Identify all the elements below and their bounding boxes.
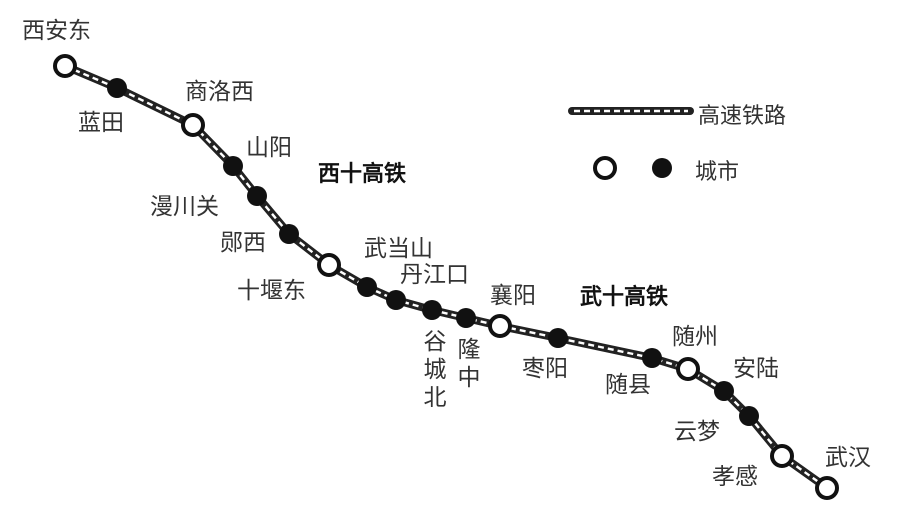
city-label-wudangshan: 武当山 [364, 236, 433, 262]
city-label-zaoyang: 枣阳 [522, 356, 568, 382]
legend-city-label: 城市 [695, 160, 740, 185]
line-title-xishi: 西十高铁 [318, 162, 407, 187]
city-marker-yunmeng [739, 406, 759, 426]
city-label-wuhan: 武汉 [825, 445, 871, 471]
city-marker-wuhan [815, 476, 839, 500]
legend-railway-label: 高速铁路 [698, 104, 787, 129]
city-label-shangluo-xi: 商洛西 [185, 79, 254, 105]
city-label-lantian: 蓝田 [78, 110, 124, 136]
legend-hollow-city-icon [593, 156, 617, 180]
city-label-anlu: 安陆 [733, 356, 779, 382]
legend-solid-city-icon [652, 158, 672, 178]
city-marker-anlu [714, 381, 734, 401]
city-label-shiyan-dong: 十堰东 [237, 278, 306, 304]
city-marker-zaoyang [548, 328, 568, 348]
city-label-suizhou: 随州 [672, 324, 718, 350]
line-title-wushi: 武十高铁 [580, 285, 669, 310]
city-marker-xiangyang [488, 314, 512, 338]
city-label-xian-dong: 西安东 [22, 18, 91, 44]
city-marker-shangluo-xi [181, 113, 205, 137]
city-marker-suixian [642, 348, 662, 368]
city-label-danjiangkou: 丹江口 [400, 262, 469, 288]
city-label-xiangyang: 襄阳 [490, 283, 536, 309]
city-label-longzhong: 隆中 [457, 337, 481, 391]
city-marker-shiyan-dong [317, 253, 341, 277]
city-marker-lantian [107, 78, 127, 98]
city-marker-shanyang [223, 156, 243, 176]
city-label-manchuanguan: 漫川关 [150, 194, 219, 220]
city-marker-xiaogan [770, 444, 794, 468]
city-marker-longzhong [456, 308, 476, 328]
city-marker-danjiangkou [386, 290, 406, 310]
city-label-xiaogan: 孝感 [712, 464, 758, 490]
city-marker-suizhou [676, 357, 700, 381]
city-marker-wudangshan [357, 277, 377, 297]
city-marker-xian-dong [53, 54, 77, 78]
city-label-gucheng: 谷城北 [423, 329, 447, 411]
city-label-shanyang: 山阳 [246, 135, 292, 161]
city-label-yunmeng: 云梦 [674, 419, 720, 445]
city-marker-manchuanguan [247, 186, 267, 206]
city-label-suixian: 随县 [605, 372, 651, 398]
city-marker-yunxi [279, 224, 299, 244]
city-marker-gucheng [422, 300, 442, 320]
city-label-yunxi: 郧西 [220, 230, 266, 256]
